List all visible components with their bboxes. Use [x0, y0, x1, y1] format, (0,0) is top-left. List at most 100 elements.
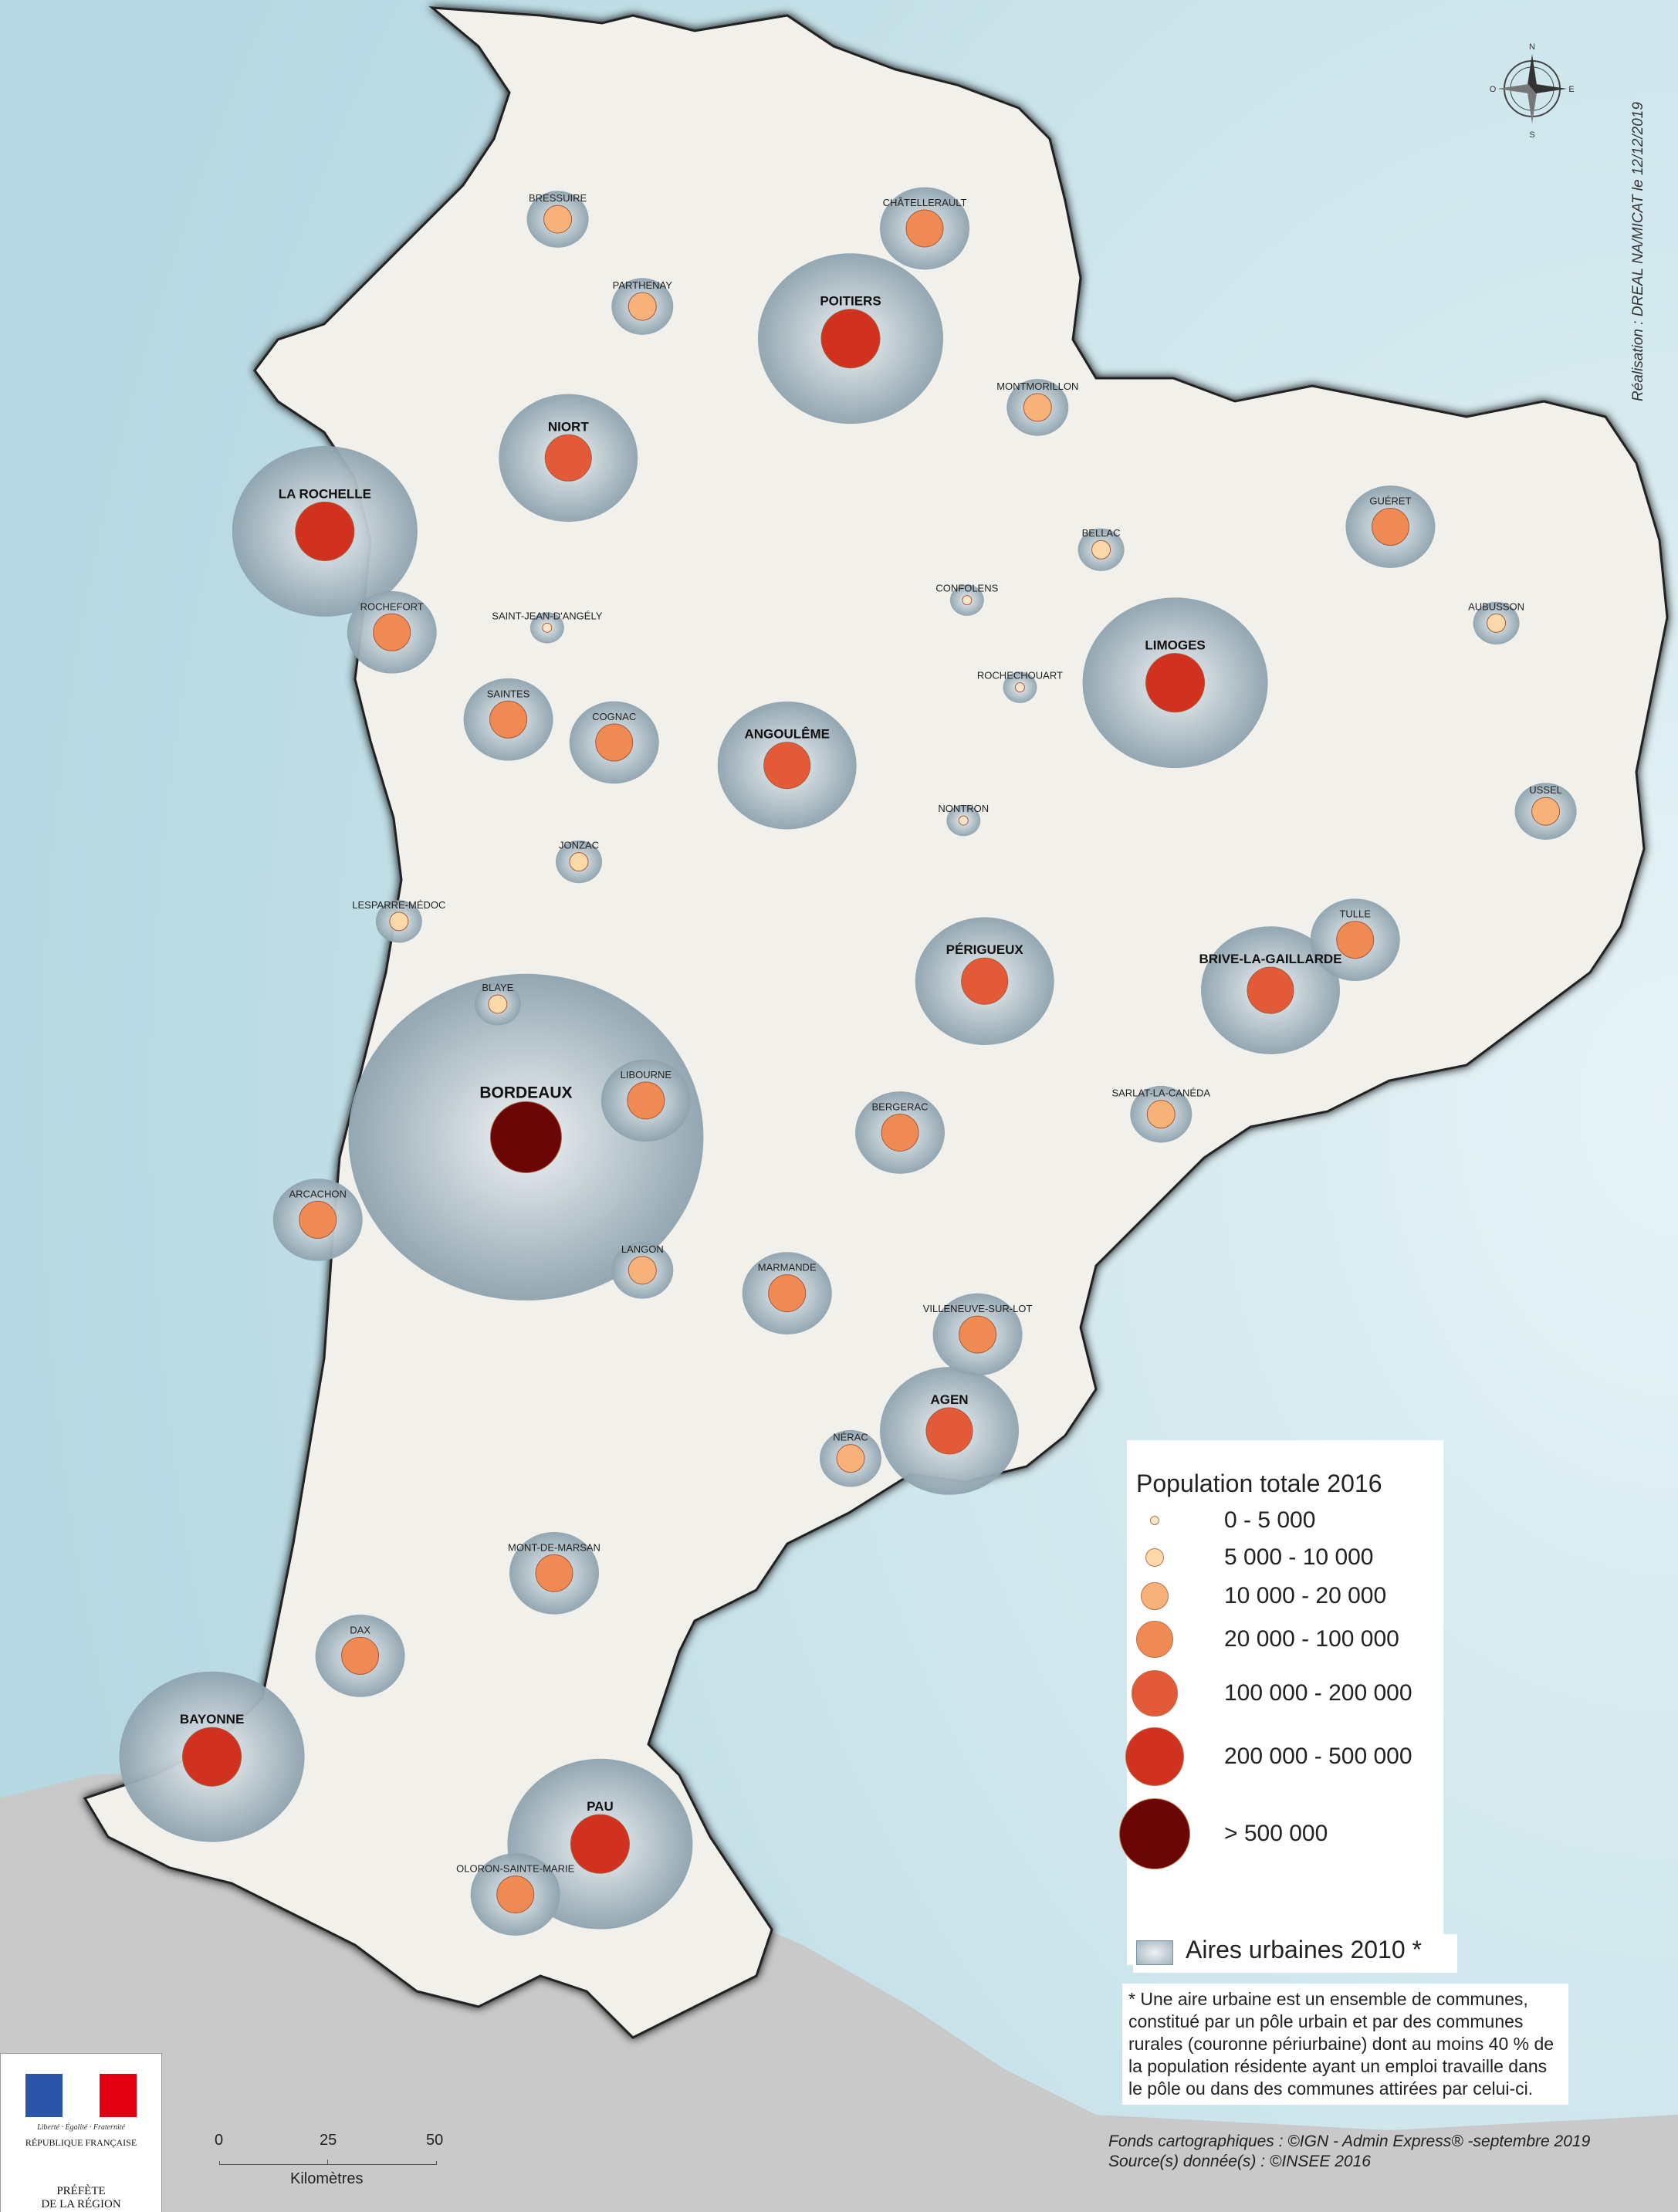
urban-areas	[119, 187, 1577, 1936]
city-marker[interactable]	[1336, 921, 1375, 959]
city-marker[interactable]	[628, 1256, 657, 1285]
legend-row: > 500 000	[1119, 1798, 1443, 1869]
legend-symbol	[1145, 1548, 1164, 1567]
city-label: VILLENEUVE-SUR-LOT	[923, 1303, 1033, 1314]
city-marker[interactable]	[542, 622, 553, 633]
city-marker[interactable]	[341, 1636, 380, 1675]
city-marker[interactable]	[763, 742, 811, 790]
legend-label: 0 - 5 000	[1224, 1507, 1316, 1533]
city-marker[interactable]	[299, 1200, 337, 1239]
city-marker[interactable]	[569, 852, 589, 872]
compass-s: S	[1529, 130, 1534, 139]
scale-line	[219, 2161, 437, 2165]
city-marker[interactable]	[836, 1444, 865, 1473]
logo-motto: Liberté · Égalité · Fraternité	[37, 2123, 125, 2132]
scale-tick-0: 0	[215, 2132, 224, 2149]
legend-row: 100 000 - 200 000	[1127, 1670, 1443, 1716]
city-marker[interactable]	[1487, 613, 1507, 633]
legend-row: 10 000 - 20 000	[1127, 1582, 1443, 1610]
city-marker[interactable]	[595, 723, 634, 762]
city-marker[interactable]	[627, 1081, 665, 1120]
legend-row: 20 000 - 100 000	[1127, 1621, 1443, 1658]
city-label: CONFOLENS	[935, 583, 998, 594]
city-label: MONT-DE-MARSAN	[508, 1541, 600, 1553]
city-marker[interactable]	[1146, 1100, 1176, 1129]
compass-e: E	[1568, 85, 1574, 94]
sources-donnees: Source(s) donnée(s) : ©INSEE 2016	[1108, 2153, 1371, 2170]
city-marker[interactable]	[496, 1875, 535, 1914]
city-marker[interactable]	[489, 700, 528, 739]
city-label: BRESSUIRE	[529, 192, 587, 204]
city-label: PÉRIGUEUX	[946, 942, 1024, 957]
region-land	[83, 6, 1669, 2039]
city-label: SARLAT-LA-CANÉDA	[1111, 1087, 1210, 1099]
city-marker[interactable]	[1247, 966, 1294, 1014]
legend-label: 10 000 - 20 000	[1224, 1583, 1387, 1608]
legend-symbol	[1150, 1516, 1159, 1525]
legend-label: 5 000 - 10 000	[1224, 1544, 1374, 1570]
city-label: LA ROCHELLE	[279, 486, 371, 501]
city-marker[interactable]	[389, 912, 409, 932]
city-marker[interactable]	[1091, 539, 1111, 560]
legend-label: 100 000 - 200 000	[1224, 1680, 1412, 1706]
city-marker[interactable]	[959, 1315, 997, 1354]
city-marker[interactable]	[905, 209, 944, 248]
legend-symbol	[1125, 1727, 1184, 1786]
scale-tick-25: 25	[320, 2132, 337, 2149]
city-label: ARCACHON	[289, 1188, 347, 1199]
city-label: GUÉRET	[1369, 496, 1411, 507]
scale-mid-tick	[327, 2160, 328, 2164]
city-marker[interactable]	[820, 309, 881, 369]
marianne-flag-icon	[25, 2074, 137, 2117]
city-label: USSEL	[1529, 784, 1562, 796]
city-label: TULLE	[1339, 908, 1371, 920]
city-label: ROCHECHOUART	[977, 670, 1063, 682]
sources: Fonds cartographiques : ©IGN - Admin Exp…	[1108, 2132, 1590, 2172]
urban-area-swatch	[1136, 1940, 1173, 1965]
city-marker[interactable]	[962, 595, 973, 606]
logo-prefete: PRÉFÈTE DE LA RÉGION	[1, 2185, 161, 2211]
city-marker[interactable]	[182, 1727, 242, 1787]
legend-symbol	[1141, 1582, 1169, 1610]
city-marker[interactable]	[881, 1113, 919, 1152]
city-label: BERGERAC	[872, 1101, 929, 1112]
prefecture-logo: Liberté · Égalité · Fraternité RÉPUBLIQU…	[0, 2053, 162, 2212]
city-marker[interactable]	[1014, 682, 1025, 693]
city-marker[interactable]	[628, 292, 657, 321]
city-marker[interactable]	[1023, 393, 1052, 422]
city-label: MONTMORILLON	[996, 381, 1078, 392]
city-marker[interactable]	[373, 613, 411, 651]
city-marker[interactable]	[488, 994, 508, 1014]
legend-symbol	[1119, 1798, 1190, 1869]
city-label: SAINTES	[487, 688, 530, 699]
city-marker[interactable]	[535, 1554, 573, 1592]
compass-o: O	[1490, 85, 1497, 94]
city-label: NÉRAC	[833, 1432, 868, 1443]
scale-tick-50: 50	[426, 2132, 444, 2149]
city-label: BLAYE	[482, 982, 513, 993]
logo-prefete-line1: PRÉFÈTE	[56, 2185, 106, 2197]
city-marker[interactable]	[961, 957, 1009, 1005]
legend-symbol	[1136, 1621, 1173, 1658]
urban-area-key: Aires urbaines 2010 *	[1133, 1934, 1457, 1973]
city-marker[interactable]	[543, 205, 573, 234]
city-marker[interactable]	[295, 501, 355, 561]
legend-row: 200 000 - 500 000	[1125, 1727, 1443, 1786]
city-label: AUBUSSON	[1468, 600, 1524, 612]
scale-unit: Kilomètres	[290, 2170, 364, 2187]
legend-label: 20 000 - 100 000	[1224, 1626, 1399, 1652]
city-marker[interactable]	[958, 815, 969, 826]
city-label: ANGOULÊME	[744, 727, 830, 742]
city-label: AGEN	[930, 1392, 968, 1407]
city-marker[interactable]	[925, 1407, 973, 1455]
city-marker[interactable]	[1371, 508, 1409, 546]
city-label: BORDEAUX	[479, 1084, 572, 1101]
city-marker[interactable]	[1145, 653, 1206, 713]
city-marker[interactable]	[1531, 797, 1561, 826]
scale-bar: 0 25 50 Kilomètres	[207, 2132, 454, 2193]
city-marker[interactable]	[570, 1814, 630, 1874]
city-marker[interactable]	[489, 1101, 562, 1173]
city-marker[interactable]	[768, 1274, 807, 1313]
city-marker[interactable]	[544, 434, 592, 482]
